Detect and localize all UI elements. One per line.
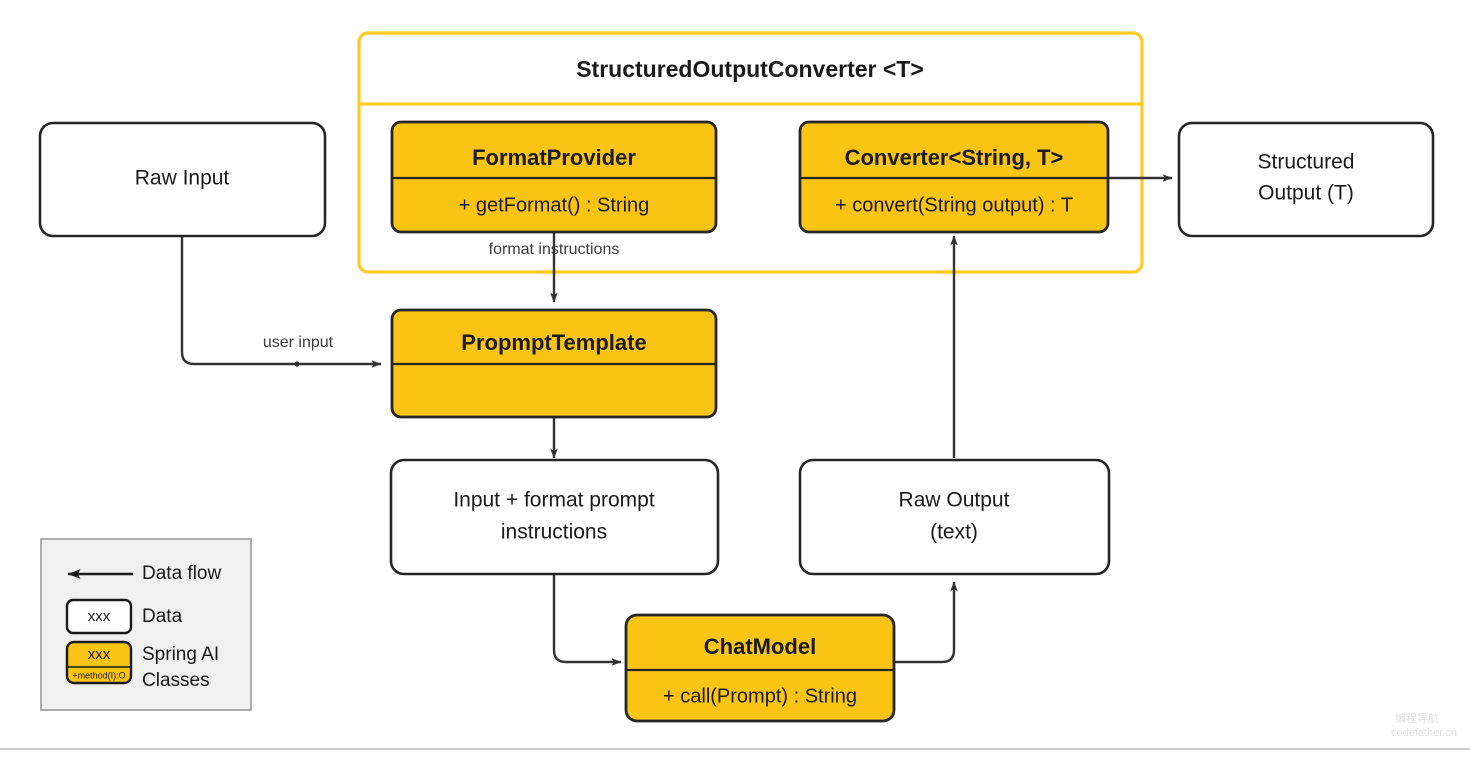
data-box-icon xyxy=(65,598,133,635)
legend-label-data-flow: Data flow xyxy=(142,563,221,584)
watermark: 编程导航 codefather.cn xyxy=(1391,711,1457,739)
node-format-provider-method: + getFormat() : String xyxy=(459,194,650,216)
edge-waypoint-dot xyxy=(294,361,300,367)
node-raw-output-line2: (text) xyxy=(930,521,978,544)
node-input-format-prompt-box xyxy=(389,458,720,576)
class-box-icon xyxy=(65,640,133,685)
legend-label-classes-line2: Classes xyxy=(142,670,210,691)
legend-label-data: Data xyxy=(142,606,183,627)
node-format-provider[interactable]: FormatProvider + getFormat() : String xyxy=(390,120,718,234)
node-converter[interactable]: Converter<String, T> + convert(String ou… xyxy=(798,120,1110,234)
node-chat-model[interactable]: ChatModel + call(Prompt) : String xyxy=(624,613,896,723)
node-input-format-prompt-line1: Input + format prompt xyxy=(453,489,655,512)
legend-item-data: xxx Data xyxy=(65,598,183,635)
node-structured-output-line2: Output (T) xyxy=(1258,182,1354,205)
node-chat-model-title: ChatModel xyxy=(704,634,816,659)
watermark-line1: 编程导航 xyxy=(1395,711,1439,725)
edge-input-format-to-chat-model xyxy=(552,574,622,666)
edge-raw-input-to-prompt-template xyxy=(180,236,382,368)
node-structured-output[interactable]: Structured Output (T) xyxy=(1177,121,1435,238)
node-structured-output-box xyxy=(1177,121,1435,238)
legend-swatch-class-text: xxx xyxy=(88,646,111,663)
node-converter-title: Converter<String, T> xyxy=(845,145,1064,170)
edge-chat-model-to-raw-output xyxy=(894,581,958,664)
legend-item-data-flow: Data flow xyxy=(67,563,221,584)
legend: Data flow xxx Data xxx +method(I):O Spri… xyxy=(40,538,252,711)
node-chat-model-box xyxy=(624,613,896,723)
node-raw-output-line1: Raw Output xyxy=(899,489,1010,512)
node-raw-output-box xyxy=(798,458,1111,576)
flow-edges xyxy=(180,174,1173,666)
node-prompt-template[interactable]: PropmptTemplate xyxy=(390,308,718,419)
legend-item-spring-ai-classes: xxx +method(I):O Spring AI Classes xyxy=(65,640,219,691)
watermark-line2: codefather.cn xyxy=(1391,727,1457,739)
node-converter-method: + convert(String output) : T xyxy=(835,194,1073,216)
legend-label-classes-line1: Spring AI xyxy=(142,644,219,665)
node-raw-input[interactable]: Raw Input xyxy=(38,121,327,238)
legend-swatch-class-method: +method(I):O xyxy=(72,670,125,680)
node-format-provider-title: FormatProvider xyxy=(472,145,636,170)
node-raw-output[interactable]: Raw Output (text) xyxy=(798,458,1111,576)
legend-swatch-data-text: xxx xyxy=(88,608,111,625)
node-chat-model-method: + call(Prompt) : String xyxy=(663,685,857,707)
edge-label-user-input: user input xyxy=(263,334,334,351)
node-prompt-template-title: PropmptTemplate xyxy=(461,330,646,355)
node-input-format-prompt-line2: instructions xyxy=(501,521,607,544)
node-raw-input-label: Raw Input xyxy=(135,167,230,190)
container-title: StructuredOutputConverter <T> xyxy=(576,56,924,82)
edge-label-format-instructions: format instructions xyxy=(489,241,620,258)
node-structured-output-line1: Structured xyxy=(1258,151,1355,174)
node-input-format-prompt[interactable]: Input + format prompt instructions xyxy=(389,458,720,576)
node-raw-input-box xyxy=(38,121,327,238)
